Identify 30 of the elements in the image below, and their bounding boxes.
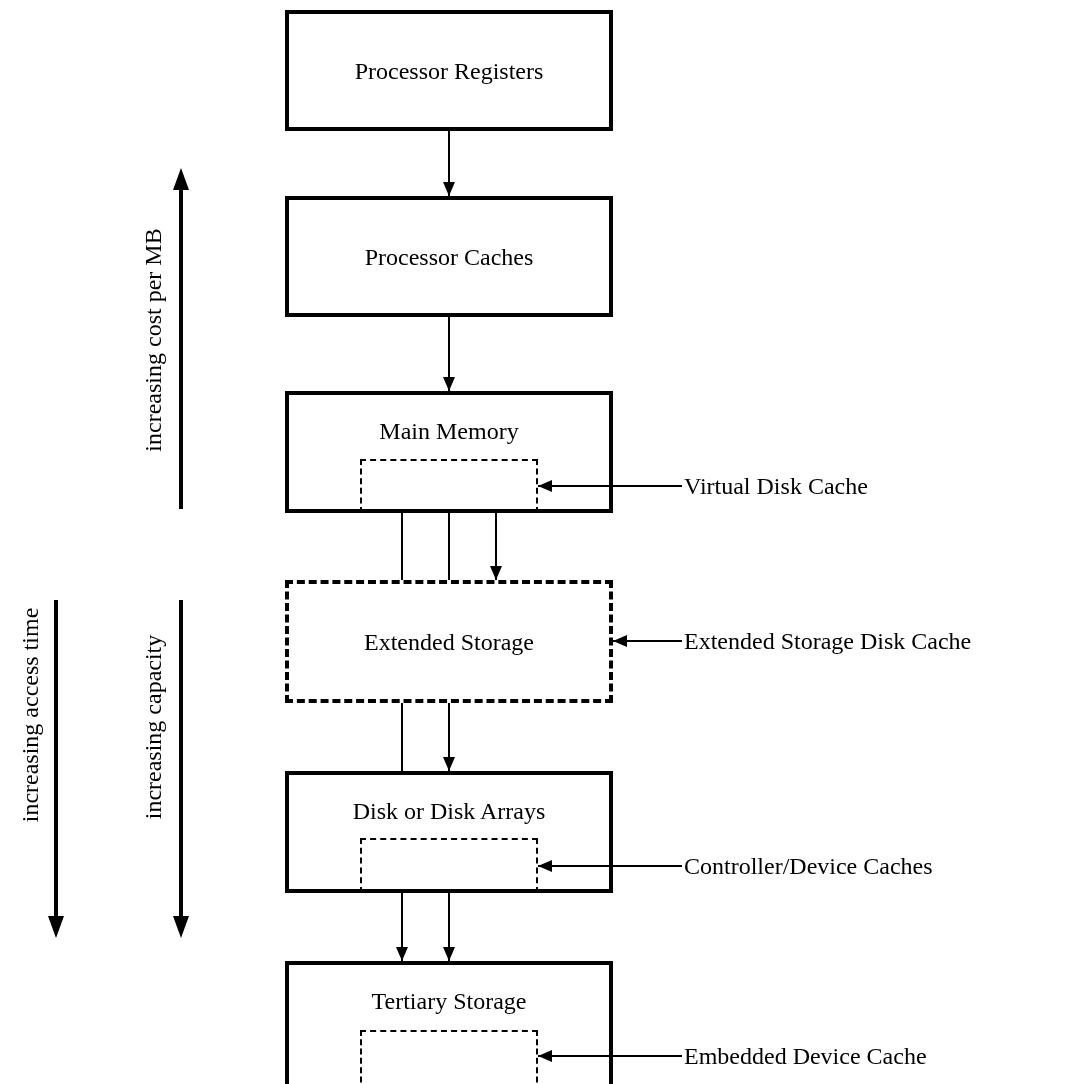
- memory-level-box: [285, 771, 613, 893]
- arrow: [612, 635, 683, 647]
- level-name: Tertiary Storage: [370, 987, 528, 1015]
- level-name: Main Memory: [378, 417, 520, 445]
- level-name: Extended Storage: [364, 627, 534, 656]
- memory-level-box: [285, 580, 613, 703]
- callout-label: Extended Storage Disk Cache: [684, 627, 972, 655]
- callout-label: Virtual Disk Cache: [684, 472, 868, 500]
- arrow: [443, 702, 455, 772]
- level-name: Disk or Disk Arrays: [351, 797, 547, 825]
- memory-level-box: [285, 391, 613, 513]
- arrow: [443, 316, 455, 392]
- arrow: [537, 480, 683, 492]
- axis-label: increasing capacity: [139, 634, 167, 820]
- axis-label: increasing access time: [16, 607, 44, 823]
- callout-label: Embedded Device Cache: [684, 1042, 927, 1070]
- level-name: Processor Caches: [364, 242, 534, 271]
- level-name: Processor Registers: [354, 56, 544, 85]
- axis-label: increasing cost per MB: [139, 228, 167, 452]
- callout-label: Controller/Device Caches: [684, 852, 933, 880]
- arrow: [537, 860, 683, 872]
- memory-level-box: [285, 961, 613, 1084]
- arrow: [443, 892, 455, 962]
- memory-level-box: [285, 10, 613, 131]
- cache-region: [360, 1030, 538, 1084]
- arrow: [490, 512, 502, 581]
- arrow: [396, 892, 408, 962]
- arrow: [443, 130, 455, 197]
- memory-level-box: [285, 196, 613, 317]
- arrow: [537, 1050, 683, 1062]
